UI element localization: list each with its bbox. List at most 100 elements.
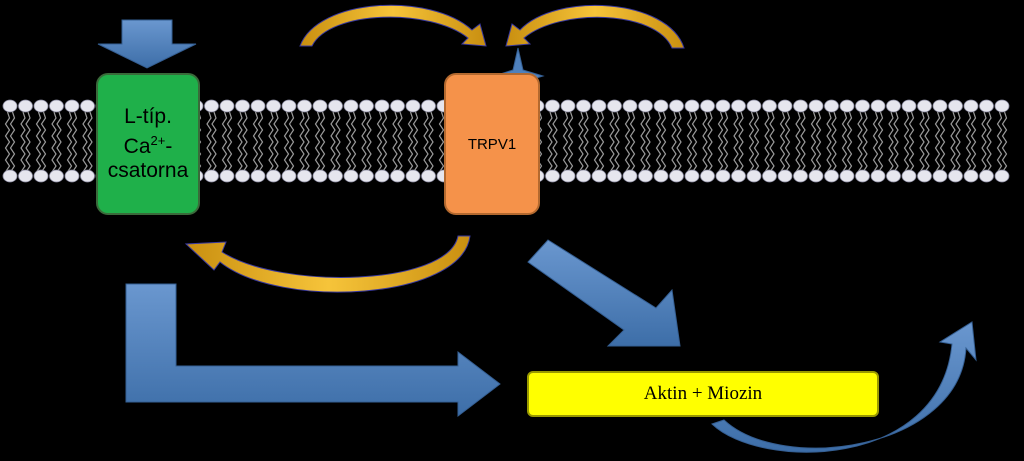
- lipid-tail: [893, 111, 899, 173]
- lipid-head: [746, 169, 762, 183]
- lipid-head: [421, 99, 436, 113]
- lipid-head: [374, 169, 390, 183]
- lipid-tail: [753, 111, 760, 173]
- lipid-tail: [221, 111, 228, 173]
- lipid-tail: [56, 111, 62, 173]
- lipid-head: [638, 99, 653, 113]
- lipid-head: [808, 169, 824, 183]
- lipid-head: [49, 99, 64, 113]
- lipid-head: [297, 99, 312, 113]
- lipid-head: [405, 99, 421, 113]
- lipid-tail: [955, 111, 961, 173]
- lipid-head: [994, 99, 1010, 113]
- gold-curved-arrow-top-right: [505, 5, 685, 49]
- lipid-tail: [671, 111, 677, 173]
- lipid-head: [250, 169, 266, 183]
- lipid-tail: [376, 111, 383, 173]
- lipid-head: [64, 99, 80, 113]
- lipid-head: [80, 169, 95, 183]
- lipid-head: [700, 169, 715, 183]
- lipid-head: [622, 99, 638, 113]
- lipid-head: [64, 169, 80, 183]
- lipid-tail: [769, 111, 775, 173]
- lipid-head: [777, 99, 793, 113]
- lipid-head: [932, 169, 948, 183]
- trpv1-label: TRPV1: [467, 135, 517, 153]
- lipid-head: [250, 99, 266, 113]
- l-type-label-line3: csatorna: [107, 159, 189, 182]
- lipid-head: [684, 99, 700, 113]
- lipid-tail: [562, 111, 569, 173]
- lipid-head: [917, 99, 932, 113]
- lipid-head: [870, 169, 886, 183]
- lipid-tail: [924, 111, 930, 173]
- lipid-tail: [438, 111, 445, 173]
- lipid-tail: [547, 111, 553, 173]
- lipid-tail: [660, 111, 667, 173]
- lipid-head: [917, 169, 932, 183]
- lipid-head: [622, 169, 638, 183]
- lipid-tail: [764, 111, 770, 173]
- lipid-tail: [779, 111, 786, 173]
- lipid-head: [421, 169, 436, 183]
- lipid-head: [870, 99, 886, 113]
- lipid-head: [281, 169, 297, 183]
- lipid-head: [2, 99, 18, 113]
- lipid-head: [235, 169, 250, 183]
- lipid-head: [591, 99, 607, 113]
- lipid-head: [560, 99, 576, 113]
- lipid-tail: [888, 111, 894, 173]
- lipid-head: [18, 99, 33, 113]
- gold-curved-arrow-top-left: [299, 4, 487, 47]
- lipid-tail: [226, 111, 233, 173]
- lipid-tail: [330, 111, 336, 173]
- lipid-head: [328, 169, 343, 183]
- lipid-head: [607, 169, 622, 183]
- lipid-head: [948, 169, 963, 183]
- lipid-tail: [423, 111, 429, 173]
- lipid-head: [715, 169, 731, 183]
- lipid-tail: [206, 111, 212, 173]
- lipid-head: [886, 99, 901, 113]
- lipid-tail: [268, 111, 274, 173]
- lipid-head: [839, 99, 855, 113]
- lipid-head: [746, 99, 762, 113]
- lipid-head: [219, 169, 235, 183]
- lipid-head: [219, 99, 235, 113]
- lipid-tail: [25, 111, 31, 173]
- lipid-head: [266, 169, 281, 183]
- lipid-tail: [87, 111, 93, 173]
- lipid-head: [576, 99, 591, 113]
- l-type-calcium-channel: L-típ. Ca2+- csatorna: [96, 73, 200, 215]
- lipid-head: [653, 169, 669, 183]
- lipid-head: [281, 99, 297, 113]
- lipid-tail: [939, 111, 946, 173]
- lipid-tail: [800, 111, 806, 173]
- lipid-head: [901, 169, 917, 183]
- lipid-head: [731, 99, 746, 113]
- lipid-head: [235, 99, 250, 113]
- lipid-tail: [273, 111, 279, 173]
- lipid-tail: [795, 111, 801, 173]
- lipid-tail: [655, 111, 662, 173]
- lipid-tail: [335, 111, 341, 173]
- lipid-tail: [252, 111, 259, 173]
- lipid-head: [576, 169, 591, 183]
- lipid-head: [669, 99, 684, 113]
- lipid-tail: [237, 111, 243, 173]
- lipid-head: [33, 169, 49, 183]
- lipid-head: [343, 169, 359, 183]
- lipid-tail: [412, 111, 419, 173]
- lipid-tail: [609, 111, 615, 173]
- lipid-tail: [857, 111, 863, 173]
- lipid-head: [684, 169, 700, 183]
- lipid-tail: [20, 111, 26, 173]
- lipid-tail: [381, 111, 388, 173]
- lipid-head: [793, 169, 808, 183]
- lipid-head: [901, 99, 917, 113]
- lipid-tail: [242, 111, 248, 173]
- lipid-tail: [676, 111, 682, 173]
- lipid-head: [808, 99, 824, 113]
- aktin-miozin-label: Aktin + Miozin: [643, 383, 763, 404]
